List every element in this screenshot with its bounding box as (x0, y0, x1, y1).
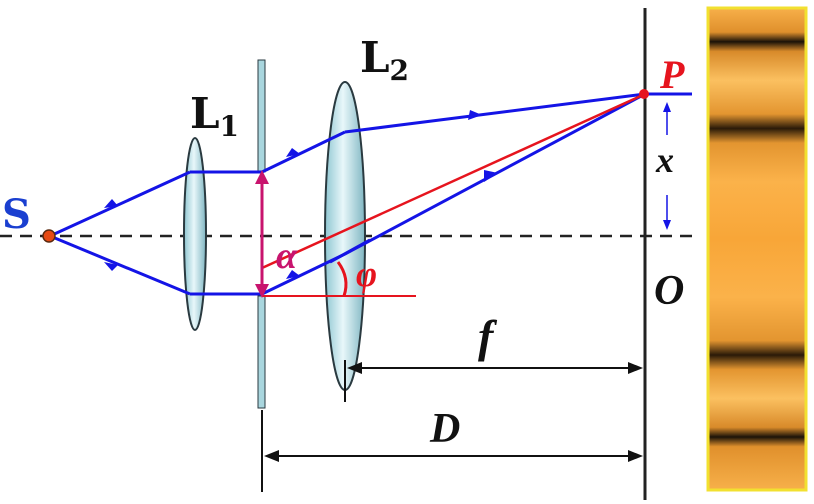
label-lens1: L1 (190, 89, 239, 143)
label-displacement-x: x (655, 140, 674, 180)
x-arrow-down-head (663, 220, 671, 230)
ray-arrow-4 (286, 270, 300, 279)
slit-plate-bottom (257, 295, 266, 409)
ray-s-to-l1-bottom (49, 234, 191, 296)
lens-l1 (183, 137, 207, 331)
label-distance-d: D (429, 406, 460, 452)
aperture-arrow-top (255, 170, 269, 184)
point-p (639, 89, 649, 99)
label-point-p: P (659, 52, 685, 97)
ray-arrow-6 (484, 170, 498, 182)
label-source: S (2, 191, 31, 238)
label-focal-f: f (478, 311, 498, 362)
dim-f-arrow-left (347, 362, 362, 374)
fringe-pattern (706, 6, 808, 492)
ray-arrow-5 (468, 110, 482, 120)
source-point (42, 229, 56, 243)
label-origin-o: O (654, 268, 684, 314)
ray-l2-mid-segment (329, 238, 371, 264)
label-alpha: α (276, 235, 298, 277)
ray-s-to-l1-top (49, 170, 191, 238)
dim-d-arrow-left (264, 450, 279, 462)
ray-arrow-2 (104, 262, 118, 271)
dim-d-arrow-right (628, 450, 643, 462)
label-phi: φ (356, 254, 377, 294)
chief-ray (261, 92, 646, 270)
ray-arrow-3 (286, 148, 300, 157)
ray-l2-to-p-top (344, 92, 646, 134)
label-lens2: L2 (360, 33, 409, 87)
x-arrow-up-head (663, 102, 671, 112)
ray-arrow-1 (104, 199, 118, 208)
phi-arc (336, 261, 348, 297)
ray-diffracted-top (261, 130, 346, 174)
slit-plate-top (257, 59, 266, 173)
aperture-arrow-bottom (255, 284, 269, 298)
dim-f-arrow-right (628, 362, 643, 374)
